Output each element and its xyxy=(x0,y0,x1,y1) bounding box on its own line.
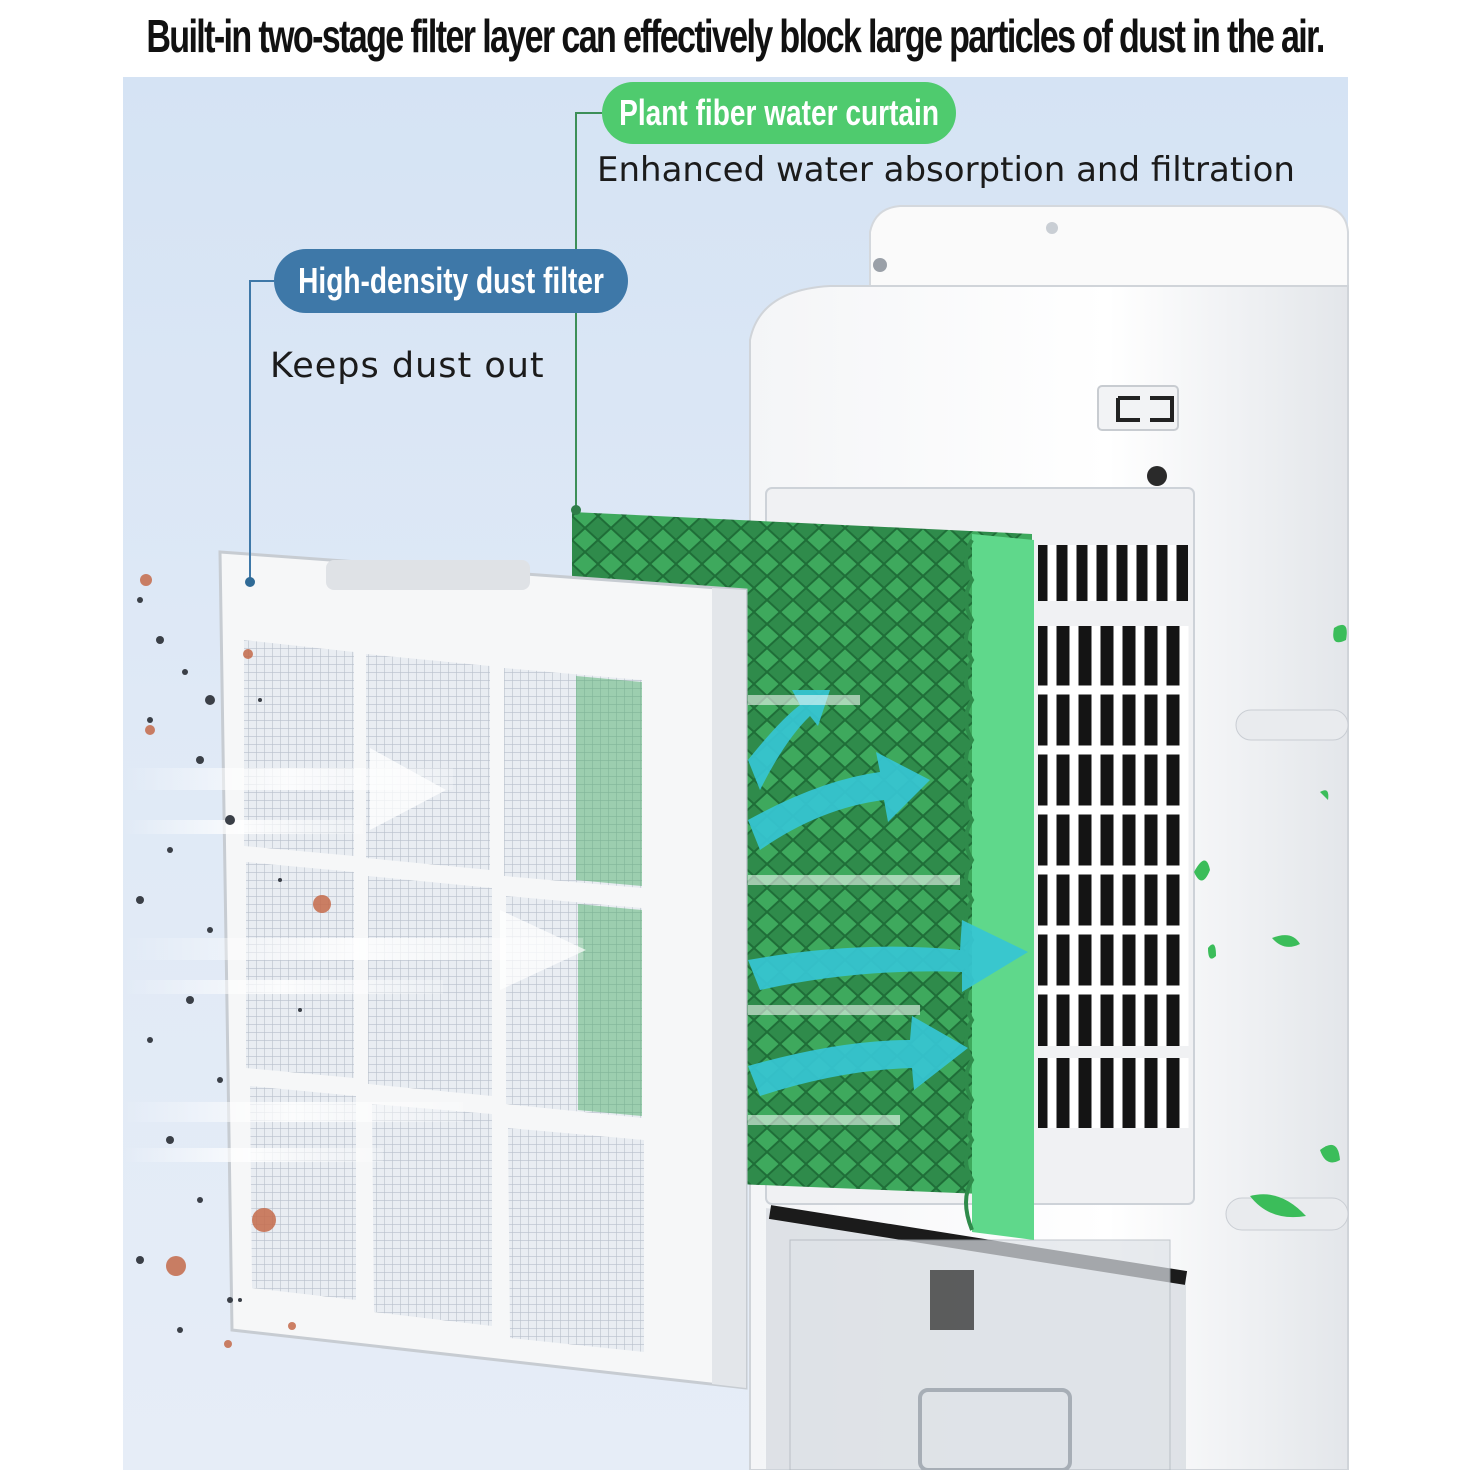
dust-filter-frame xyxy=(218,550,748,1390)
water-curtain-description: Enhanced water absorption and filtration xyxy=(597,150,1295,190)
airflow-arrow xyxy=(748,690,1028,1096)
leaf-icon xyxy=(1194,624,1347,1218)
callout-leader-lines xyxy=(575,112,602,508)
dust-filter-title: High-density dust filter xyxy=(298,260,604,301)
dust-filter-description: Keeps dust out xyxy=(270,346,545,386)
dust-filter-label: High-density dust filter xyxy=(274,249,628,313)
water-curtain-title: Plant fiber water curtain xyxy=(619,92,939,133)
headline: Built-in two-stage filter layer can effe… xyxy=(146,10,1325,62)
incoming-air-streaks xyxy=(123,748,586,1162)
dust-particles xyxy=(136,597,302,1333)
water-curtain-label: Plant fiber water curtain xyxy=(602,82,956,144)
